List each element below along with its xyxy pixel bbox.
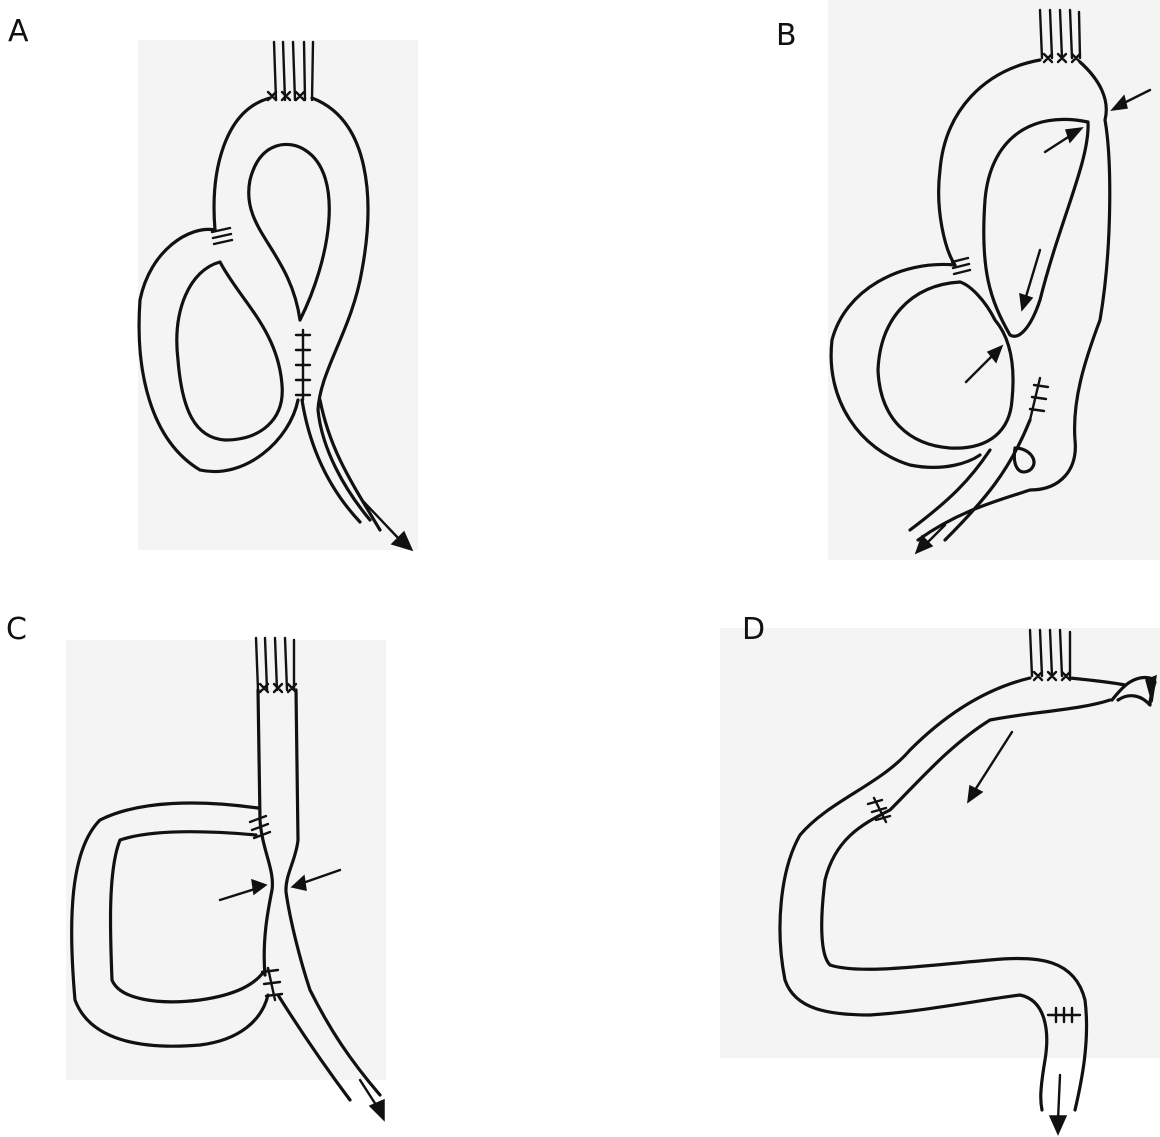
panel-b-arrow-1-head bbox=[1112, 96, 1127, 110]
panel-a-vessels bbox=[274, 42, 313, 100]
panel-a-flow-arrow-shaft bbox=[362, 500, 400, 540]
panel-b-small-pouch bbox=[1014, 448, 1034, 472]
panel-b-inner-loop bbox=[984, 119, 1088, 336]
panel-d-drawing bbox=[780, 630, 1156, 1134]
panel-a-drawing bbox=[139, 42, 412, 550]
panel-c-arrow-right-head bbox=[292, 876, 306, 890]
panel-b-inner-lower bbox=[878, 282, 1013, 448]
panel-d-closed-end-tip bbox=[1146, 676, 1156, 702]
panel-c-arrow-left-head bbox=[252, 880, 266, 894]
panel-d-tube-top bbox=[1070, 678, 1125, 685]
panel-c-vessels bbox=[256, 638, 294, 690]
panel-a-suture-center bbox=[296, 330, 310, 400]
panel-d-suture-lower bbox=[1048, 1008, 1080, 1022]
panel-c-loop-inner bbox=[110, 832, 265, 1002]
panel-c-limb-right bbox=[286, 690, 380, 1095]
panel-a-loop-inner-lower bbox=[177, 262, 282, 440]
panel-d-flow-arrow-2-head bbox=[1050, 1116, 1066, 1134]
panel-c-arrow-left bbox=[220, 888, 258, 900]
panel-c-drawing bbox=[72, 638, 384, 1120]
panel-b-drawing bbox=[831, 10, 1150, 553]
panel-b-arrow-3-head bbox=[1020, 294, 1032, 310]
panel-b-arrow-4-head bbox=[988, 346, 1002, 362]
panel-c-arrow-right bbox=[300, 870, 340, 884]
panel-d-flow-arrow-2 bbox=[1058, 1075, 1060, 1120]
panel-d-tube-outer bbox=[780, 678, 1047, 1110]
panel-b-exit-limb-left bbox=[910, 450, 990, 530]
panel-c-loop-outer bbox=[72, 803, 268, 1046]
panel-a-suture-left bbox=[212, 228, 232, 244]
panel-d-flow-arrow-1-head bbox=[968, 786, 982, 802]
panel-c-flow-arrow-head bbox=[370, 1100, 384, 1120]
panel-a-loop-inner-upper bbox=[249, 144, 330, 320]
panel-d-flow-arrow-1 bbox=[975, 732, 1012, 790]
panel-d-vessels bbox=[1030, 630, 1070, 676]
panel-b-suture-right bbox=[1030, 378, 1048, 420]
panel-d-tube-inner bbox=[822, 700, 1110, 1110]
panel-b-pouch-outer bbox=[831, 60, 1040, 467]
panel-b-arrow-2-head bbox=[1066, 128, 1082, 142]
panel-b-arrow-3 bbox=[1025, 250, 1040, 300]
panel-c-exit-left bbox=[278, 995, 350, 1100]
panel-b-vessels bbox=[1040, 10, 1080, 58]
panel-b-exit-limb-right bbox=[945, 420, 1030, 540]
panel-a-loop-outer bbox=[312, 98, 370, 520]
panel-c-suture-lower bbox=[262, 968, 282, 1000]
